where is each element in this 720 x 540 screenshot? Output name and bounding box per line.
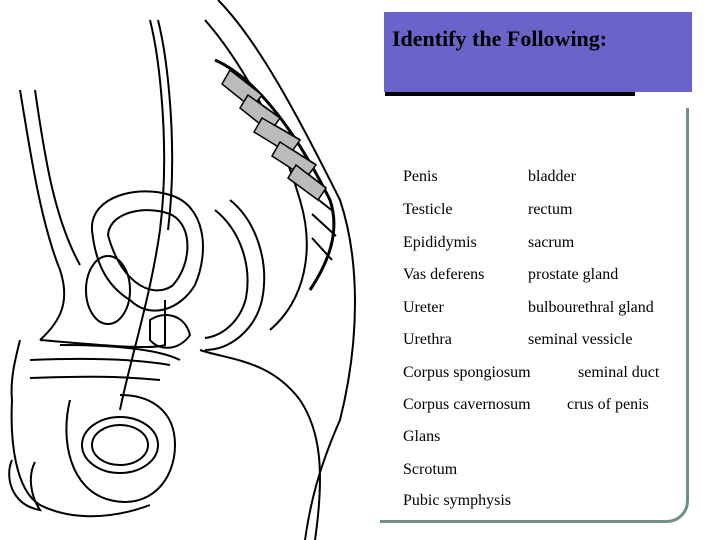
frame-line (380, 108, 689, 523)
term-vas-deferens: Vas deferens (403, 266, 485, 283)
term-sacrum: sacrum (528, 234, 575, 251)
sacrum-vertebra-5 (286, 163, 328, 202)
pubic-symphysis (85, 255, 131, 325)
slide-title: Identify the Following: (392, 26, 608, 51)
rectum-outline (204, 199, 266, 351)
testis-inner (91, 424, 149, 466)
term-prostate-gland: prostate gland (528, 266, 619, 283)
term-glans: Glans (403, 428, 441, 445)
spine-inner-outline (204, 19, 308, 331)
title-underline (385, 92, 635, 96)
bladder-lumen (106, 209, 189, 292)
prostate (149, 314, 192, 349)
anatomy-diagram (8, 0, 356, 540)
term-scrotum: Scrotum (403, 461, 458, 478)
penis-outline (10, 339, 181, 518)
term-penis: Penis (403, 168, 438, 185)
term-pubic-symphysis: Pubic symphysis (403, 492, 512, 509)
term-epididymis: Epididymis (403, 234, 477, 251)
term-seminal-vessicle: seminal vessicle (528, 331, 633, 348)
term-seminal-duct: seminal duct (578, 364, 660, 381)
testis (81, 416, 159, 474)
term-corpus-spongiosum: Corpus spongiosum (403, 364, 531, 381)
abdomen-outline (19, 89, 66, 341)
title-box: Identify the Following: (384, 12, 692, 92)
term-crus-of-penis: crus of penis (567, 396, 649, 413)
vas-deferens (119, 19, 166, 411)
term-rectum: rectum (528, 201, 573, 218)
bladder-outline (90, 190, 204, 312)
term-corpus-cavernosum: Corpus cavernosum (403, 396, 531, 413)
term-ureter: Ureter (403, 299, 444, 316)
term-urethra: Urethra (403, 331, 452, 348)
urethra-path (39, 300, 166, 349)
sacrum-outline (214, 58, 336, 291)
glans (8, 459, 43, 512)
abdominal-wall (34, 89, 81, 266)
scrotum-outline (65, 394, 177, 503)
term-bladder: bladder (528, 168, 576, 185)
perineum-outline (199, 349, 321, 540)
term-testicle: Testicle (403, 201, 453, 218)
term-bulbourethral-gland: bulbourethral gland (528, 299, 654, 316)
